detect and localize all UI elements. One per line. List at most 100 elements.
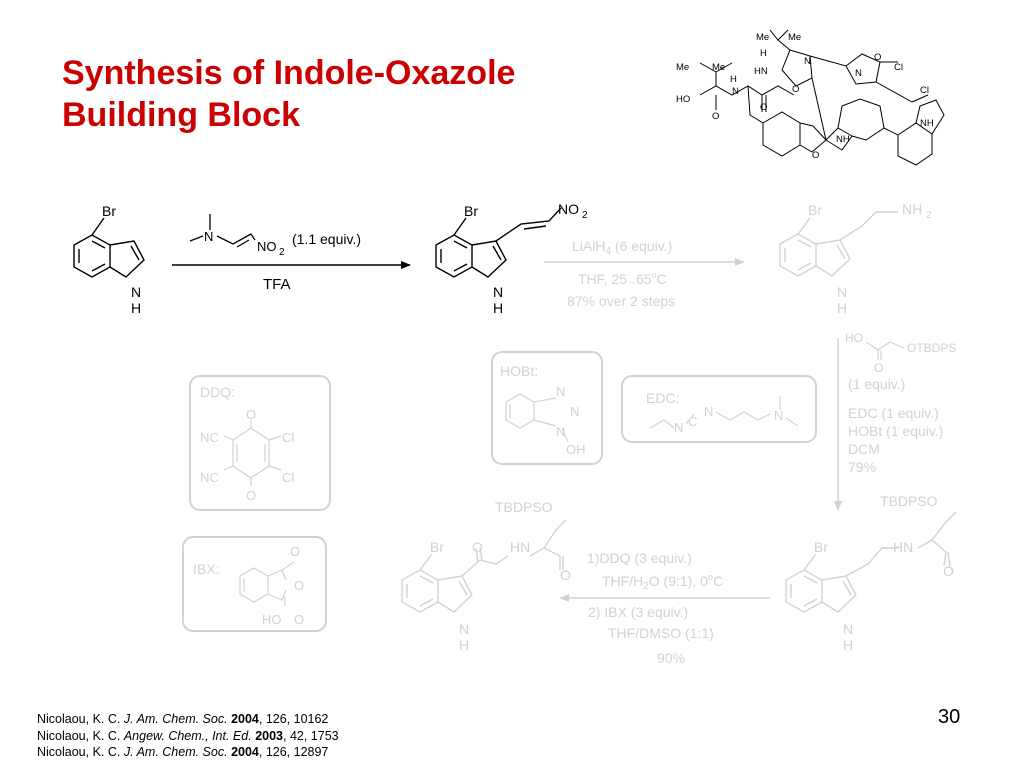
label-h: H bbox=[459, 637, 469, 653]
label-o: O bbox=[943, 563, 954, 579]
label-h: H bbox=[760, 48, 767, 59]
label-sub-2: 2 bbox=[279, 247, 285, 258]
label-n: N bbox=[674, 420, 683, 435]
label-cl: Cl bbox=[282, 470, 294, 485]
reagent-acid-structure bbox=[865, 341, 905, 360]
step2-reagent: LiAlH4 (6 equiv.) bbox=[572, 238, 672, 257]
page-number: 30 bbox=[938, 706, 961, 728]
ddq-structure bbox=[223, 420, 282, 486]
label-otbdps: OTBDPS bbox=[907, 341, 956, 355]
label-o: O bbox=[290, 544, 300, 559]
label-o: O bbox=[874, 52, 881, 63]
label-n: N bbox=[843, 621, 853, 637]
label-o: O bbox=[792, 84, 799, 95]
label-h: H bbox=[837, 300, 847, 316]
hobt-structure bbox=[505, 393, 569, 443]
reference-1: Nicolaou, K. C. J. Am. Chem. Soc. 2004, … bbox=[37, 712, 329, 726]
label-oh: OH bbox=[566, 442, 586, 457]
step3-yield: 79% bbox=[848, 459, 876, 475]
step4-ddq-conditions: THF/H2O (9:1), 0oC bbox=[602, 572, 723, 592]
label-ho: HO bbox=[262, 612, 282, 627]
label-o: O bbox=[246, 407, 256, 422]
natural-product-structure bbox=[699, 29, 945, 166]
label-br: Br bbox=[464, 203, 478, 219]
step1-conditions: TFA bbox=[263, 276, 291, 293]
ddq-label: DDQ: bbox=[200, 384, 235, 400]
label-o: O bbox=[560, 567, 571, 583]
step4-yield: 90% bbox=[657, 650, 685, 666]
ibx-structure bbox=[239, 561, 295, 603]
label-n: N bbox=[732, 86, 739, 97]
label-br: Br bbox=[102, 203, 116, 219]
label-no: NO bbox=[257, 239, 277, 254]
label-nh: NH bbox=[920, 118, 934, 129]
label-no: NO bbox=[558, 201, 579, 217]
label-hn: HN bbox=[893, 539, 913, 555]
label-n: N bbox=[493, 284, 503, 300]
label-br: Br bbox=[814, 539, 828, 555]
step2-conditions: THF, 25→65oC bbox=[578, 270, 667, 287]
label-n: N bbox=[774, 408, 783, 423]
molecule-nitrovinyl-indole: Br NO 2 N H bbox=[435, 201, 588, 316]
ibx-box bbox=[182, 536, 327, 632]
label-h: H bbox=[843, 637, 853, 653]
reagent-enamine-structure bbox=[189, 214, 256, 248]
step4-ibx-conditions: THF/DMSO (1:1) bbox=[608, 625, 714, 641]
label-me: Me bbox=[676, 62, 689, 73]
label-n: N bbox=[131, 284, 141, 300]
label-sub-2: 2 bbox=[926, 210, 932, 221]
label-cl: Cl bbox=[894, 62, 903, 73]
molecule-ketoamide-indole: Br O HN O TBDPSO N H bbox=[401, 499, 571, 653]
step3-solvent: DCM bbox=[848, 441, 880, 457]
step4-group: 1)DDQ (3 equiv.) THF/H2O (9:1), 0oC 2) I… bbox=[587, 550, 723, 666]
label-nh: NH bbox=[836, 134, 850, 145]
label-sub-2: 2 bbox=[582, 210, 588, 221]
step3-group: HO OTBDPS O (1 equiv.) EDC (1 equiv.) HO… bbox=[845, 331, 956, 475]
label-n: N bbox=[556, 424, 565, 439]
label-nc: NC bbox=[200, 430, 219, 445]
label-tbdpso: TBDPSO bbox=[495, 499, 553, 515]
label-h: H bbox=[730, 74, 737, 85]
label-o: O bbox=[874, 361, 883, 375]
step4-ddq: 1)DDQ (3 equiv.) bbox=[587, 550, 692, 566]
label-n: N bbox=[855, 68, 862, 79]
label-o: O bbox=[246, 488, 256, 503]
label-n: N bbox=[570, 404, 579, 419]
step1-reagent-equiv: (1.1 equiv.) bbox=[292, 231, 361, 247]
label-c: C bbox=[688, 414, 697, 429]
label-h: H bbox=[493, 300, 503, 316]
label-hn: HN bbox=[754, 66, 768, 77]
reference-3: Nicolaou, K. C. J. Am. Chem. Soc. 2004, … bbox=[37, 745, 329, 759]
reference-2: Nicolaou, K. C. Angew. Chem., Int. Ed. 2… bbox=[37, 728, 339, 743]
label-n: N bbox=[556, 384, 565, 399]
slide-title-line2: Building Block bbox=[62, 96, 300, 134]
reaction-scheme: Me Me HO O H N O HN Me Me H N O N O Cl C… bbox=[73, 29, 957, 666]
label-n: N bbox=[459, 621, 469, 637]
label-n: N bbox=[837, 284, 847, 300]
reagent-enamine-labels: N NO 2 bbox=[204, 229, 285, 258]
label-o: O bbox=[812, 150, 819, 161]
label-nh: NH bbox=[902, 201, 922, 217]
label-h: H bbox=[131, 300, 141, 316]
step3-hobt: HOBt (1 equiv.) bbox=[848, 423, 943, 439]
edc-box bbox=[621, 375, 817, 443]
slide-title-line1: Synthesis of Indole-Oxazole bbox=[62, 54, 516, 92]
label-me: Me bbox=[712, 62, 725, 73]
ibx-label: IBX: bbox=[193, 561, 219, 577]
label-br: Br bbox=[430, 539, 444, 555]
natural-product-labels: Me Me HO O H N O HN Me Me H N O N O Cl C… bbox=[676, 32, 934, 161]
step2-yield: 87% over 2 steps bbox=[567, 293, 675, 309]
references: Nicolaou, K. C. J. Am. Chem. Soc. 2004, … bbox=[37, 711, 339, 761]
label-o: O bbox=[294, 612, 304, 627]
ddq-box bbox=[189, 375, 331, 511]
label-nc: NC bbox=[200, 470, 219, 485]
molecule-amide-indole: Br HN O TBDPSO N H bbox=[785, 493, 957, 653]
step2-group: LiAlH4 (6 equiv.) THF, 25→65oC 87% over … bbox=[544, 238, 745, 309]
label-o: O bbox=[760, 102, 767, 113]
edc-label: EDC: bbox=[646, 390, 679, 406]
step4-ibx: 2) IBX (3 equiv.) bbox=[588, 604, 688, 620]
label-o: O bbox=[294, 578, 304, 593]
label-i: I bbox=[283, 594, 287, 609]
edc-structure bbox=[649, 396, 799, 429]
label-n: N bbox=[804, 56, 811, 67]
